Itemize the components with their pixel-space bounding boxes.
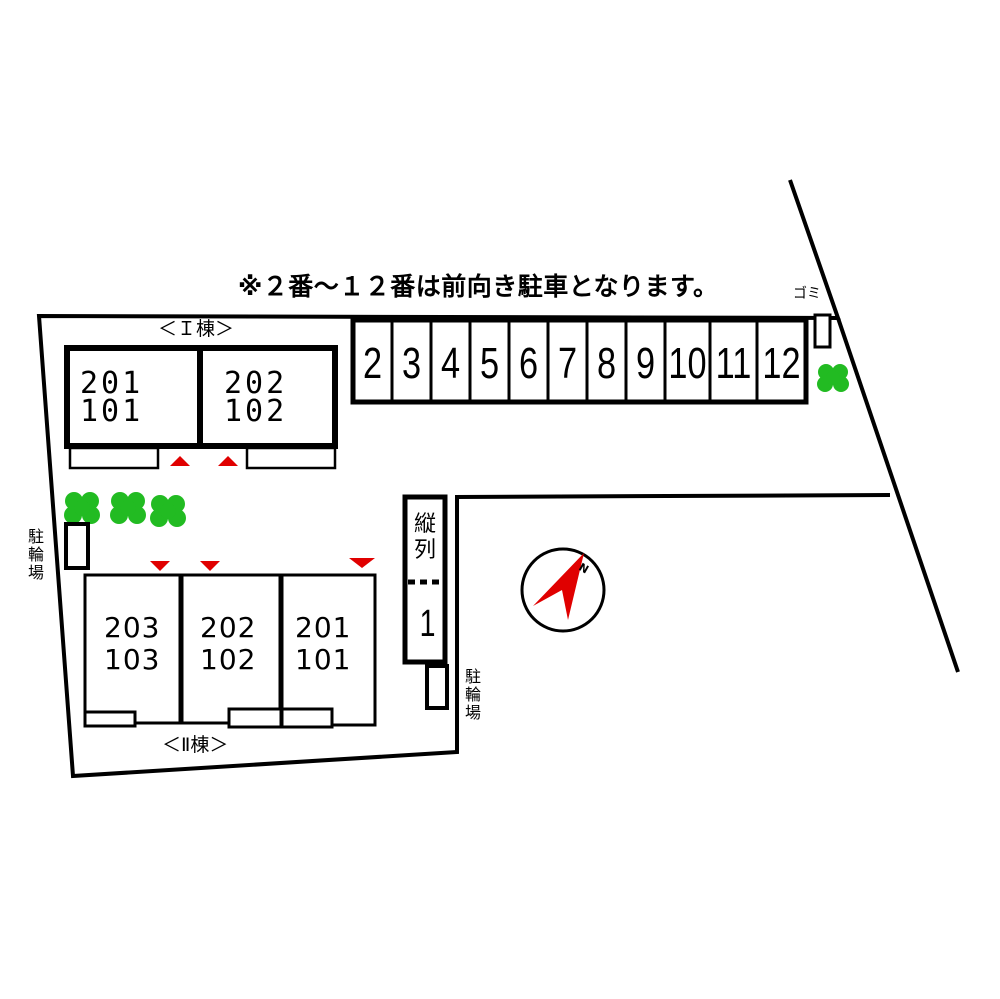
building-2-porch xyxy=(83,710,137,728)
building-1 xyxy=(64,345,338,470)
building-2-porch xyxy=(280,707,334,729)
bicycle-parking-label: 駐輪場 xyxy=(464,667,481,722)
tandem-parking xyxy=(402,494,448,665)
tree-icon xyxy=(817,364,849,392)
unit-number: 102 xyxy=(200,643,257,676)
building-2 xyxy=(83,558,377,729)
entrance-marker xyxy=(349,558,375,568)
tandem-parking-number: 1 xyxy=(419,603,436,645)
building-1-porch-left xyxy=(68,446,160,470)
parking-space-number: 2 xyxy=(362,339,383,388)
compass-icon xyxy=(520,547,606,633)
parking-space-number: 4 xyxy=(440,339,461,388)
garbage-box xyxy=(813,313,832,349)
parking-note: ※２番～１２番は前向き駐車となります。 xyxy=(238,272,719,301)
unit-number: 103 xyxy=(104,643,161,676)
entrance-marker xyxy=(170,456,190,466)
parking-space-number: 9 xyxy=(635,339,656,388)
bicycle-parking-label: 駐輪場 xyxy=(27,527,44,582)
unit-number: 203 xyxy=(104,611,161,644)
unit-number: 101 xyxy=(80,394,144,429)
unit-number: 101 xyxy=(295,643,352,676)
parking-row-outline xyxy=(350,317,809,405)
unit-number: 201 xyxy=(80,366,144,401)
bicycle-parking-box xyxy=(425,664,449,710)
parking-space-number: 5 xyxy=(479,339,500,388)
parking-space-number: 10 xyxy=(668,339,707,388)
tree-icon xyxy=(150,495,186,527)
parking-row xyxy=(350,317,809,405)
building-1-label: ＜Ｉ棟＞ xyxy=(158,318,235,340)
parking-space-number: 11 xyxy=(715,339,752,388)
building-1-porch-right xyxy=(245,446,337,470)
entrance-marker xyxy=(200,561,220,571)
unit-number: 201 xyxy=(295,611,352,644)
entrance-marker xyxy=(150,561,170,571)
unit-number: 202 xyxy=(224,366,288,401)
parking-space-number: 12 xyxy=(762,339,801,388)
tandem-parking-label: 縦列 xyxy=(413,512,436,563)
parking-space-number: 3 xyxy=(401,339,422,388)
parking-space-number: 7 xyxy=(557,339,578,388)
site-boundary xyxy=(36,179,960,779)
tree-icon xyxy=(64,492,100,524)
bicycle-parking-box xyxy=(64,522,90,570)
unit-number: 102 xyxy=(224,394,288,429)
building-2-porch xyxy=(227,707,283,729)
entrance-marker xyxy=(218,456,238,466)
garbage-label: ゴミ xyxy=(793,286,821,302)
parking-space-number: 8 xyxy=(596,339,617,388)
parking-space-number: 6 xyxy=(518,339,539,388)
trees xyxy=(64,364,849,527)
tree-icon xyxy=(110,492,146,524)
building-2-label: ＜Ⅱ棟＞ xyxy=(162,734,229,756)
unit-number: 202 xyxy=(200,611,257,644)
